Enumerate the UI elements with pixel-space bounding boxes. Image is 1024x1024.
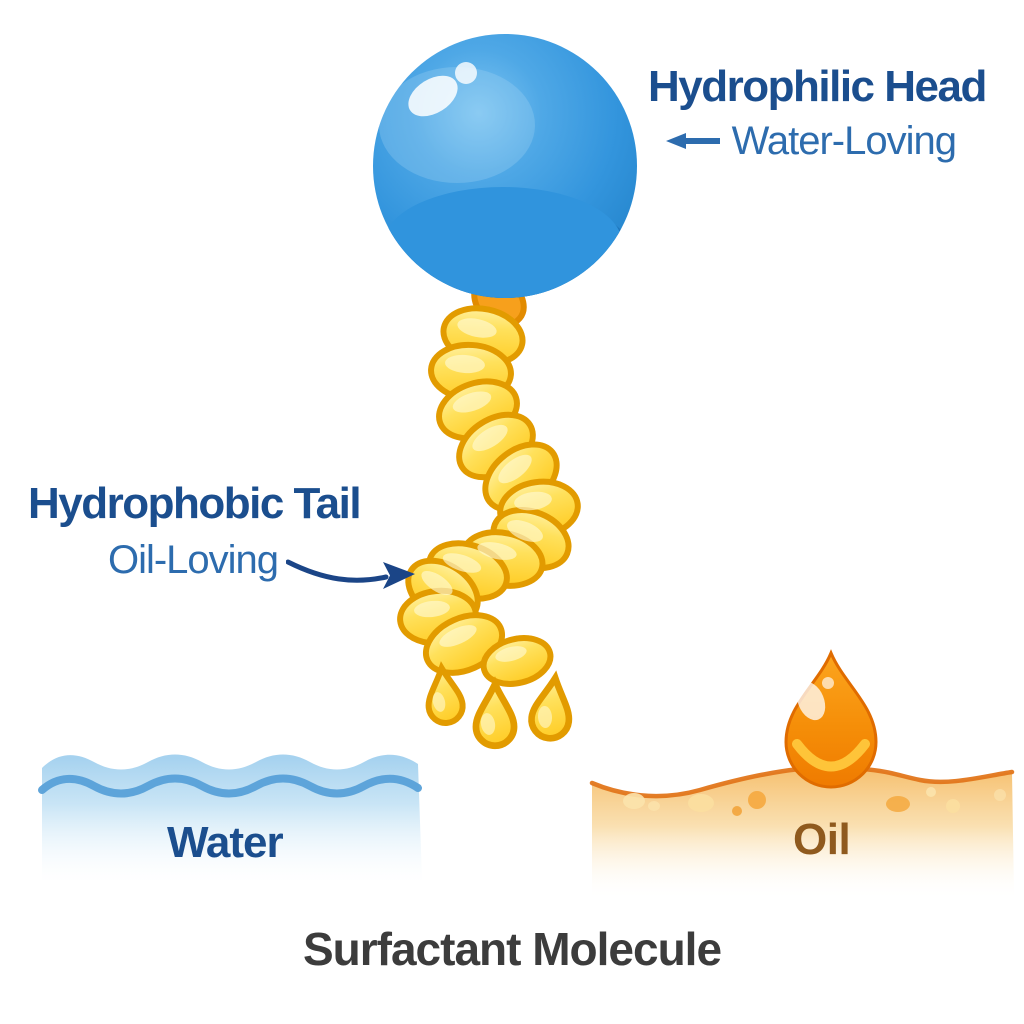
oil-droplet-glow [792,739,870,772]
oil-droplet [784,649,878,789]
curved-right-arrow-icon [286,559,415,589]
tail-bead-highlights [414,318,552,662]
oil-droplet-highlight [796,681,826,721]
oil-surface-bubbles [623,787,1006,816]
hydrophilic-head-sphere [373,34,637,298]
oil-label: Oil [793,815,851,864]
tail-droplet-highlights [432,692,553,735]
tail-label-title: Hydrophobic Tail [28,479,362,528]
left-arrow-icon [665,133,720,149]
page-title: Surfactant Molecule [302,923,722,975]
sphere-highlight-dot [455,62,477,84]
oil-droplet-highlight-dot [822,677,834,689]
water-label: Water [167,818,284,867]
sphere-bottom-body [384,187,622,298]
water-surface-graphic [38,754,422,880]
hydrophobic-tail-chain [397,274,581,750]
head-label-block: Hydrophilic Head Water-Loving [648,62,987,163]
tail-label-block: Hydrophobic Tail Oil-Loving [28,479,362,582]
head-label-title: Hydrophilic Head [648,62,987,111]
tail-bead [480,635,554,687]
oil-surface-graphic [589,649,1015,895]
sphere-highlight [408,75,458,117]
water-band [42,754,422,880]
water-wave-line [38,774,422,798]
head-label-subtitle: Water-Loving [731,119,957,163]
tail-label-subtitle: Oil-Loving [107,538,279,582]
